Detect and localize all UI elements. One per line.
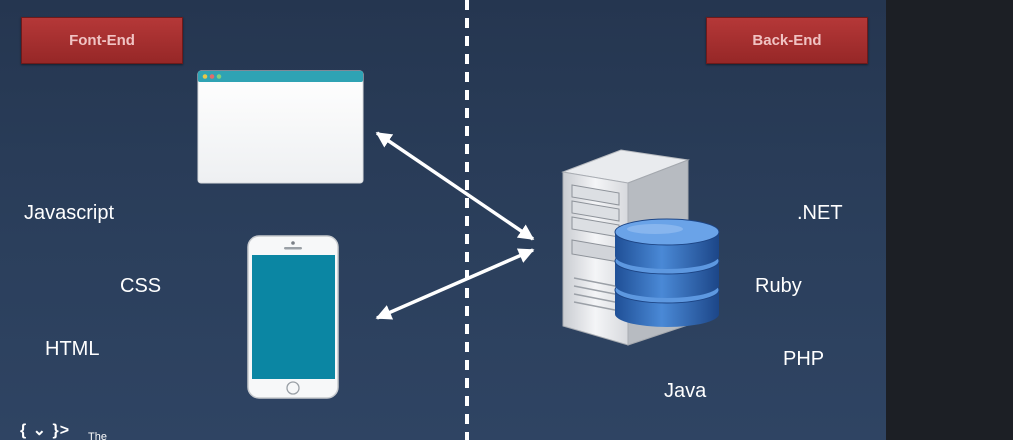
database-icon <box>614 218 720 327</box>
letterbox-margin <box>886 0 1013 440</box>
smartphone-icon <box>247 235 339 399</box>
language-html: HTML <box>45 338 100 360</box>
arrow-icon <box>375 131 535 241</box>
back-end-header: Back-End <box>706 17 868 64</box>
language-java: Java <box>664 380 707 402</box>
brand-logo-mark: { ⌄ }> <box>20 422 71 439</box>
arrow-icon <box>375 248 535 320</box>
language-ruby: Ruby <box>755 275 802 297</box>
language-css: CSS <box>120 275 162 297</box>
browser-window-icon <box>197 70 364 184</box>
language-dotnet: .NET <box>797 202 843 224</box>
slide: Font-End Back-End <box>0 0 886 440</box>
front-end-header: Font-End <box>21 17 183 64</box>
language-php: PHP <box>783 348 825 370</box>
language-javascript: Javascript <box>24 202 115 224</box>
brand-logo-text: The <box>88 431 107 440</box>
illustration <box>197 70 720 399</box>
